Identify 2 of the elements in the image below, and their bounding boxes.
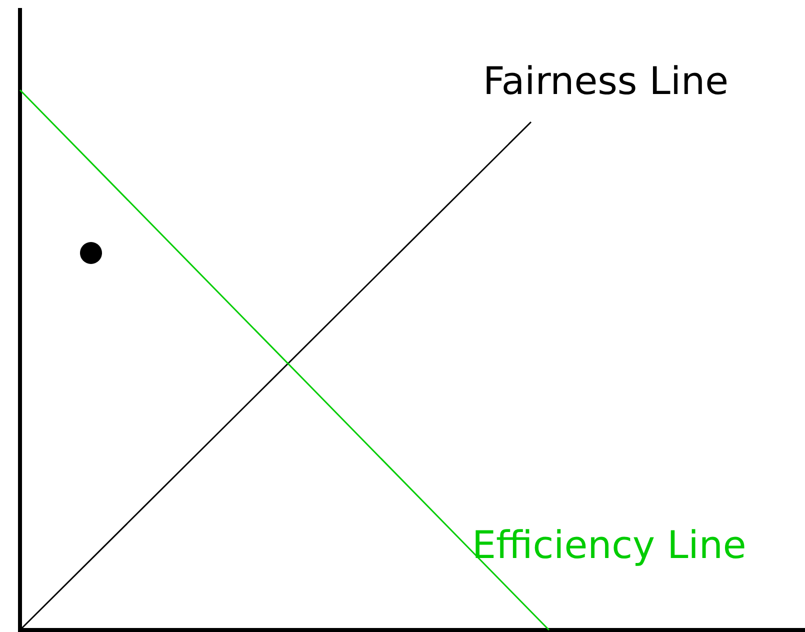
line-label: Efficiency Line [472, 526, 746, 564]
line-label: Fairness Line [483, 62, 728, 100]
